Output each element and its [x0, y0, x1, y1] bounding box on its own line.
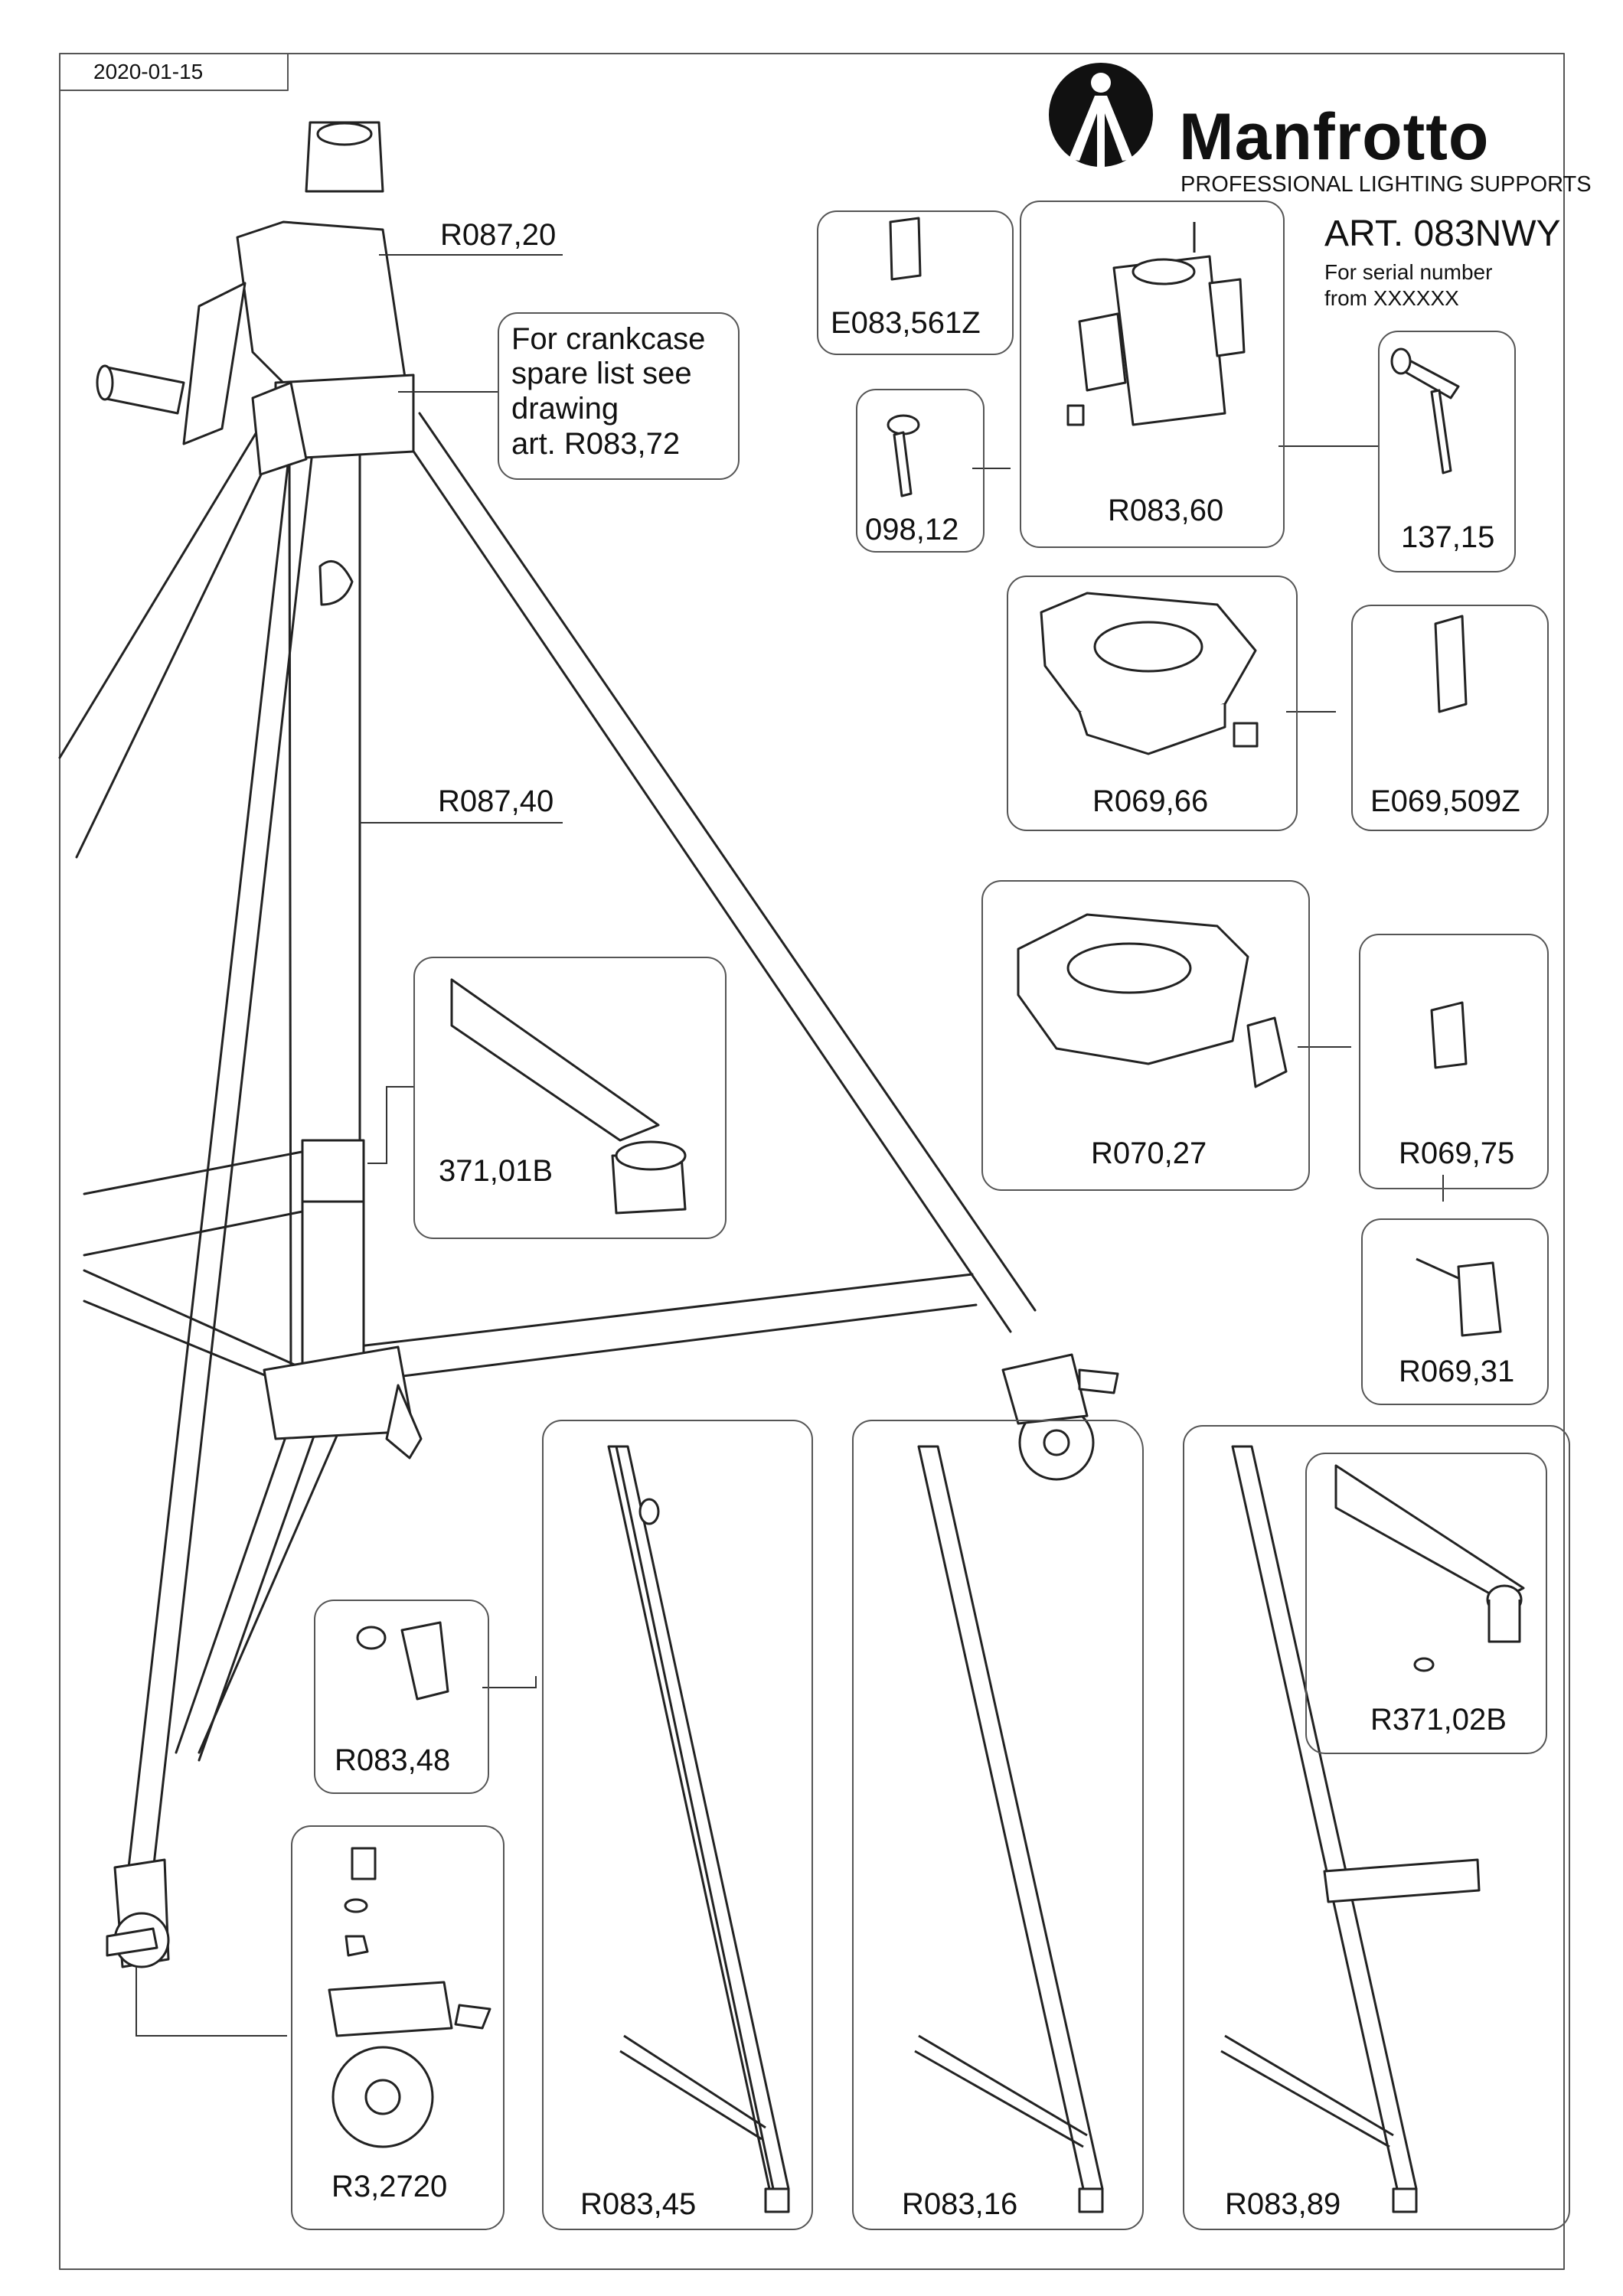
label-r3-2720: R3,2720 — [331, 2170, 448, 2203]
box-137-15 — [1378, 331, 1516, 572]
box-r070-27 — [981, 880, 1310, 1191]
crankcase-note-line-1: For crankcase — [511, 322, 706, 356]
crankcase-note-line-4: art. R083,72 — [511, 427, 681, 461]
brand-tagline: PROFESSIONAL LIGHTING SUPPORTS — [1181, 172, 1592, 197]
box-098-12 — [856, 389, 985, 553]
box-r083-48 — [314, 1600, 489, 1794]
crankcase-note-line-2: spare list see — [511, 357, 692, 390]
part-e069-509z-icon — [1434, 615, 1468, 713]
part-098-12-icon — [887, 414, 920, 497]
label-e083-561z: E083,561Z — [831, 306, 981, 340]
label-r083-48: R083,48 — [335, 1743, 451, 1777]
article-number: ART. 083NWY — [1324, 214, 1561, 254]
main-stand — [58, 121, 1119, 1968]
label-e069-509z: E069,509Z — [1370, 784, 1520, 818]
part-e083-561z-icon — [889, 217, 922, 281]
label-371-01b: 371,01B — [439, 1154, 554, 1188]
crankcase-note-line-3: drawing — [511, 392, 619, 426]
part-r083-16-icon — [914, 1445, 1104, 2213]
label-r371-02b: R371,02B — [1370, 1703, 1507, 1737]
part-r3-2720-icon — [328, 1847, 491, 2148]
part-r069-75-icon — [1430, 1001, 1468, 1069]
part-r070-27-icon — [1017, 913, 1288, 1088]
part-r069-66-icon — [1040, 592, 1259, 755]
part-r069-31-icon — [1416, 1257, 1502, 1337]
part-r083-45-icon — [607, 1445, 790, 2213]
box-r069-31 — [1361, 1218, 1549, 1405]
box-r069-75 — [1359, 934, 1549, 1189]
callout-head-label: R087,20 — [440, 218, 557, 252]
serial-line-1: For serial number — [1324, 260, 1493, 284]
crankcase-note-box — [498, 312, 740, 480]
part-r371-02b-icon — [1334, 1464, 1525, 1672]
part-137-15-icon — [1390, 347, 1460, 475]
part-r083-48-icon — [356, 1621, 449, 1701]
label-r083-89: R083,89 — [1225, 2187, 1341, 2221]
label-098-12: 098,12 — [865, 513, 959, 546]
box-e069-509z — [1351, 605, 1549, 831]
box-r083-45 — [542, 1420, 813, 2230]
label-r069-31: R069,31 — [1399, 1355, 1515, 1388]
box-r371-02b — [1305, 1453, 1547, 1754]
box-e083-561z — [817, 210, 1014, 355]
box-r083-60 — [1020, 201, 1285, 548]
label-r069-75: R069,75 — [1399, 1137, 1515, 1170]
box-r083-16 — [852, 1420, 1144, 2230]
part-371-01b-icon — [450, 978, 687, 1215]
callout-line-wheel — [136, 1967, 287, 2037]
callout-line-371 — [367, 1086, 413, 1164]
box-r069-66 — [1007, 576, 1298, 831]
box-371-01b — [413, 957, 727, 1239]
brand-wordmark: Manfrotto — [1179, 100, 1490, 174]
label-r083-16: R083,16 — [902, 2187, 1018, 2221]
callout-line-r083-48 — [482, 1676, 537, 1688]
page-frame — [59, 53, 1565, 2270]
callout-column-label: R087,40 — [438, 784, 554, 818]
label-r083-45: R083,45 — [580, 2187, 697, 2221]
label-r069-66: R069,66 — [1092, 784, 1209, 818]
label-r083-60: R083,60 — [1108, 494, 1224, 527]
date-tab — [59, 53, 289, 91]
part-r083-89-icon — [1220, 1445, 1481, 2213]
label-r070-27: R070,27 — [1091, 1137, 1207, 1170]
part-r083-60-icon — [1066, 222, 1246, 426]
box-r3-2720 — [291, 1825, 505, 2230]
manfrotto-logo-icon — [1049, 63, 1153, 167]
serial-line-2: from XXXXXX — [1324, 286, 1459, 310]
label-137-15: 137,15 — [1401, 520, 1495, 554]
date-label: 2020-01-15 — [93, 60, 204, 83]
box-r083-89 — [1183, 1425, 1570, 2230]
